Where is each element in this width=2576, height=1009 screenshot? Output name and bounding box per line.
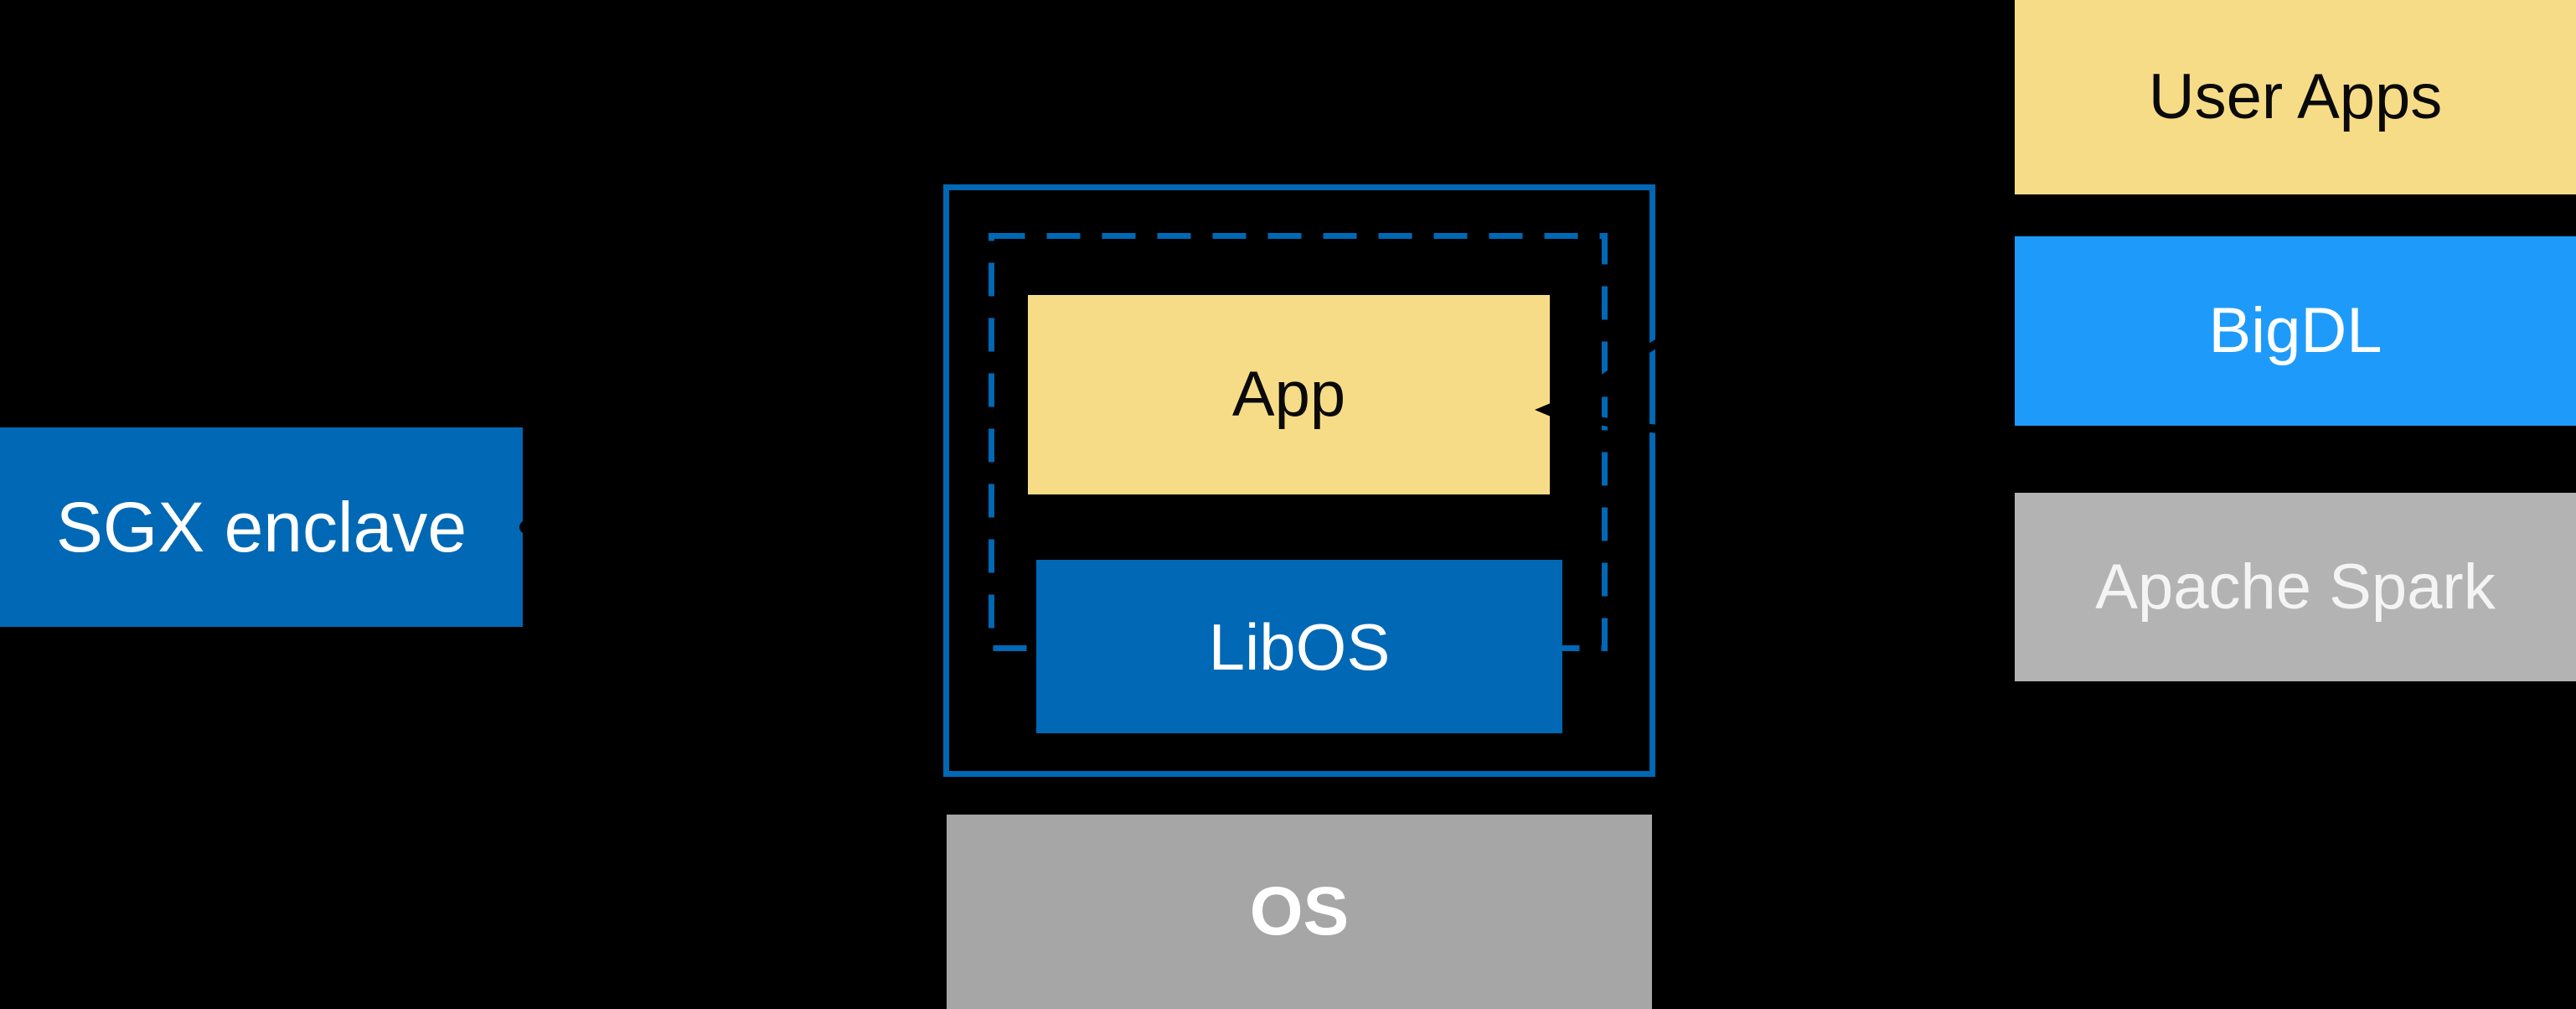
bigdl-box: BigDL bbox=[2015, 236, 2576, 426]
app-label: App bbox=[1231, 359, 1346, 430]
libos-label: LibOS bbox=[1208, 609, 1391, 684]
os-box: OS bbox=[947, 815, 1652, 1009]
sgx-enclave-label: SGX enclave bbox=[55, 488, 467, 567]
libos-box: LibOS bbox=[1036, 560, 1562, 733]
user-apps-label: User Apps bbox=[2148, 61, 2443, 132]
apache-spark-label: Apache Spark bbox=[2095, 551, 2496, 623]
app-box: App bbox=[1028, 295, 1550, 494]
apache-spark-box: Apache Spark bbox=[2015, 493, 2576, 681]
bigdl-label: BigDL bbox=[2208, 295, 2382, 366]
user-apps-box: User Apps bbox=[2015, 0, 2576, 194]
sgx-enclave-box: SGX enclave bbox=[0, 427, 523, 627]
os-label: OS bbox=[1249, 873, 1350, 949]
enclave-outer-box bbox=[943, 184, 1655, 777]
